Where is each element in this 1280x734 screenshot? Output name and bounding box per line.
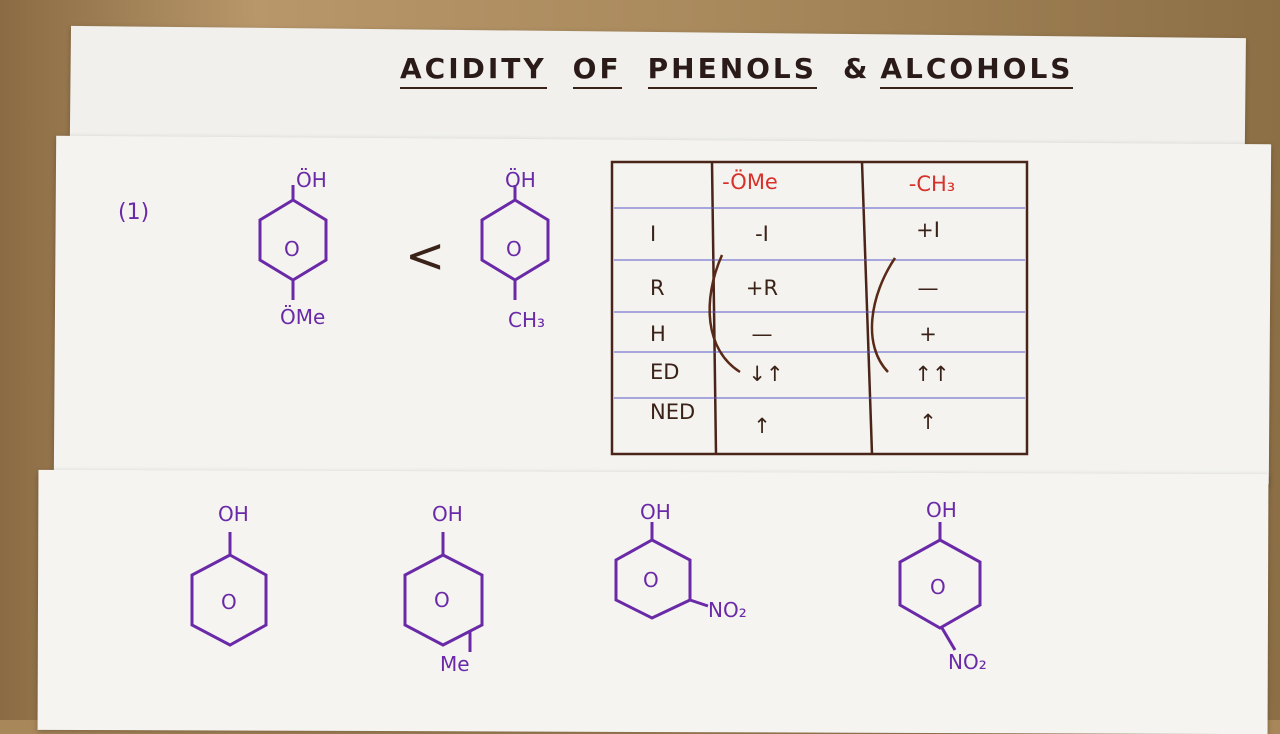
hydroxyl-label: OH [218,502,249,526]
table-row-label: H [650,322,666,346]
hydroxyl-label: OH [926,498,957,522]
table-row-lines [614,207,1025,399]
table-cell-ome: +R [745,276,779,300]
table-cell-ome: — [751,322,773,346]
title-word: ALCOHOLS [880,52,1074,89]
hydroxyl-label: OH [432,502,463,526]
title-word: PHENOLS [647,52,817,89]
table-cell-ch3: — [917,276,939,300]
table-cell-ch3: +I [916,218,940,242]
title-word: ACIDITY [400,52,547,89]
table-cell-ome: -I [755,222,769,246]
hydroxyl-label: OH [640,500,671,524]
resonance-arrows [708,254,897,374]
table-row-label: NED [650,400,696,424]
table-row-label: R [650,276,665,300]
table-cell-ch3: ↑ [919,410,937,434]
hydroxyl-label: ÖH [296,168,327,192]
hydroxyl-label: ÖH [505,168,536,192]
page-title: ACIDITY OF PHENOLS&ALCOHOLS [400,52,1099,89]
table-row-label: I [650,222,657,246]
comparison-table-grid [610,160,1029,456]
title-word: OF [572,52,622,89]
table-cell-ome: ↓↑ [748,362,784,386]
less-than-symbol: < [405,228,446,284]
benzene-ring-bottom-3 [614,522,709,620]
table-cell-ome: ↑ [753,414,771,438]
benzene-ring-right [480,185,550,300]
benzene-ring-bottom-1 [190,532,268,647]
table-row-label: ED [650,360,680,384]
item-number: (1) [118,200,150,225]
benzene-ring-bottom-2 [403,532,484,652]
methyl-label: CH₃ [508,308,546,332]
table-header-ome: -ÖMe [722,170,778,194]
methyl-label: Me [440,652,470,676]
ring-center-label: O [930,575,946,599]
ring-center-label: O [434,588,450,612]
methoxy-label: ÖMe [280,305,326,329]
table-cell-ch3: + [919,322,937,346]
table-cell-ch3: ↑↑ [914,362,950,386]
benzene-ring-bottom-4 [898,522,982,651]
nitro-label: NO₂ [948,650,987,674]
ring-center-label: O [643,568,659,592]
benzene-ring-left [258,185,328,300]
ring-center-label: O [506,237,522,261]
nitro-label: NO₂ [708,598,747,622]
title-word: & [842,52,871,85]
ring-center-label: O [284,237,300,261]
ring-center-label: O [221,590,237,614]
table-header-ch3: -CH₃ [908,172,956,196]
